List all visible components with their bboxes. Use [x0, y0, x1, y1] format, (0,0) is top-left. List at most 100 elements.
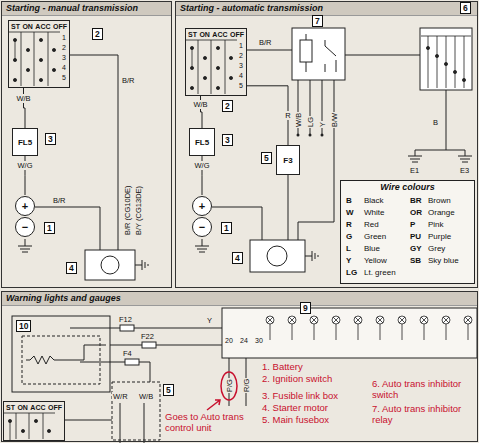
colour-code: P	[410, 220, 415, 230]
switch-contact-grid	[437, 36, 438, 88]
colour-name: Grey	[428, 244, 445, 254]
switch-contact-grid	[21, 32, 22, 86]
switch-contact-grid	[377, 317, 383, 323]
wire-colour-label: Y	[206, 316, 213, 325]
key-note: 6. Auto trans inhibitor switch	[372, 378, 476, 400]
switch-contact-grid	[377, 317, 383, 323]
colour-name: Orange	[428, 208, 455, 218]
wire-colour-label: B/W	[330, 112, 339, 128]
colour-code: L	[346, 244, 351, 254]
callout-number: 10	[16, 320, 31, 332]
switch-contact-grid	[266, 316, 274, 324]
combination-switch	[12, 316, 110, 392]
switch-contact-grid	[26, 48, 29, 51]
switch-contact-grid	[333, 317, 339, 323]
pin-number: 5	[62, 74, 66, 82]
switch-contact-grid	[225, 40, 226, 94]
switch-contact-grid	[15, 40, 16, 60]
panel-heading: Starting - automatic transmission	[176, 2, 477, 16]
key-note: 4. Starter motor	[262, 402, 328, 413]
key-note: 1. Battery	[262, 361, 303, 372]
combination-switch	[26, 328, 110, 364]
wire-colour-label: B	[432, 118, 439, 127]
inhibitor-switch	[420, 28, 472, 90]
switch-contact-grid	[289, 317, 295, 323]
switch-contact-grid	[421, 317, 427, 323]
switch-contact-grid	[402, 324, 403, 340]
colour-name: Sky blue	[428, 256, 459, 266]
battery-terminal: −	[192, 217, 212, 237]
wire-end-dot	[321, 134, 324, 137]
switch-contact-grid	[443, 317, 449, 323]
wire-colour-label: R/G	[242, 378, 251, 393]
switch-position-row: STONACCOFF	[9, 21, 69, 32]
battery: +−	[10, 195, 40, 239]
pin-number: 30	[255, 337, 263, 345]
wire-colour-label: W/R	[112, 392, 129, 401]
switch-contact-grid	[311, 317, 317, 323]
combination-switch	[12, 316, 110, 392]
switch-contact-grid	[435, 54, 438, 57]
switch-contact-grid	[288, 316, 296, 324]
callout-number: 3	[45, 133, 56, 145]
switch-contact-grid	[444, 62, 447, 65]
starter-motor	[85, 250, 135, 280]
switch-position-row: STONACCOFF	[186, 29, 246, 40]
inhibitor-relay	[292, 28, 345, 80]
switch-contact-grid	[198, 40, 199, 94]
switch-contact-grid	[47, 429, 50, 432]
pin-number: 24	[240, 337, 248, 345]
wire-colour-label: B/R	[258, 38, 273, 47]
colour-code: PU	[410, 232, 421, 242]
starter-motor	[250, 240, 305, 272]
wire	[110, 345, 222, 346]
switch-position: ON	[199, 30, 210, 39]
starter-motor	[101, 256, 119, 274]
switch-contact-grid	[186, 40, 237, 41]
callout-number: 6	[460, 2, 471, 14]
colour-code: BR	[410, 196, 422, 206]
wire-colour-label: W/B	[138, 392, 154, 401]
switch-contact-grid	[443, 317, 449, 323]
switch-contact-grid	[310, 316, 318, 324]
fuse-box: FL5	[189, 128, 215, 156]
wire-colour-label: P/G	[225, 378, 234, 393]
inhibitor-relay	[292, 28, 345, 80]
wire-colour-key: Wire colours	[340, 180, 475, 284]
battery-terminal: +	[15, 196, 35, 216]
pin-number: 5	[239, 82, 243, 90]
wire	[288, 175, 289, 240]
callout-number: 9	[300, 302, 311, 314]
switch-contact-grid	[462, 78, 465, 81]
wire	[415, 150, 465, 151]
colour-code: Y	[346, 256, 351, 266]
pin-number: 3	[62, 54, 66, 62]
ground-symbol	[408, 150, 422, 162]
callout-number: 4	[66, 262, 77, 274]
fuse-box: F3	[276, 145, 300, 175]
wire-colour-label: B/Y (CG13DE)	[134, 185, 143, 236]
wire	[65, 420, 112, 421]
switch-contact-grid	[468, 324, 469, 340]
battery-terminal: −	[15, 217, 35, 237]
switch-contact-grid	[9, 32, 60, 33]
main-fusebox-outline	[112, 382, 160, 440]
colour-name: Brown	[428, 196, 451, 206]
wire-colour-label: W/G	[194, 161, 211, 170]
wire-colour-label: B/R (CG10DE)	[123, 184, 132, 236]
colour-code: W	[346, 208, 354, 218]
switch-contact-grid	[332, 316, 340, 324]
callout-number: 2	[222, 100, 233, 112]
fuse-label: F3	[283, 156, 292, 165]
callout-number: 4	[232, 252, 243, 264]
switch-contact-grid	[190, 86, 193, 89]
callout-number: 5	[163, 384, 174, 396]
switch-contact-grid	[29, 413, 30, 439]
fuse-box: FL5	[12, 128, 38, 156]
switch-contact-grid	[52, 68, 55, 71]
colour-name: Yellow	[364, 256, 387, 266]
instrument-cluster	[222, 308, 477, 358]
wire-colour-label: W/B	[15, 94, 31, 103]
switch-contact-grid	[34, 419, 37, 422]
switch-contact-grid	[420, 316, 428, 324]
